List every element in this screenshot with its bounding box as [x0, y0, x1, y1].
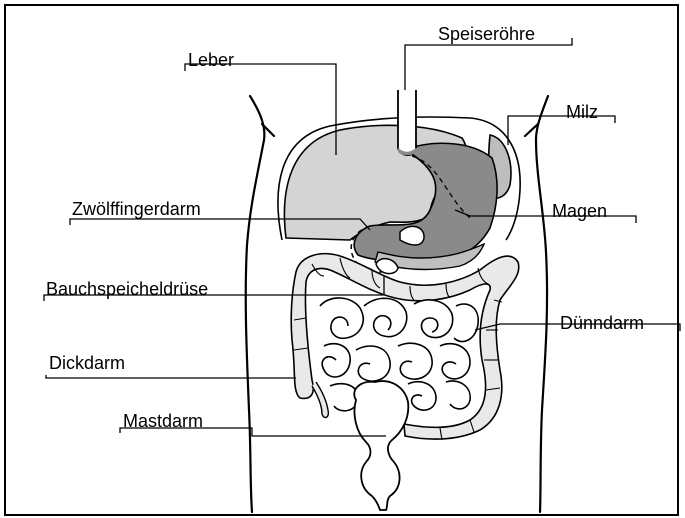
label-mastdarm: Mastdarm: [123, 411, 203, 431]
leader-milz: [508, 116, 615, 145]
leader-dickdarm: [46, 375, 296, 378]
label-speiseroehre: Speiseröhre: [438, 24, 535, 44]
label-milz: Milz: [566, 102, 598, 122]
esophagus-shape: [398, 90, 416, 155]
leader-speiseroehre: [405, 38, 572, 90]
label-leber: Leber: [188, 50, 234, 70]
appendix-shape: [312, 382, 328, 417]
label-bauchspeicheldruese: Bauchspeicheldrüse: [46, 279, 208, 299]
label-dickdarm: Dickdarm: [49, 353, 125, 373]
duodenum-bulb: [400, 226, 424, 245]
label-duenndarm: Dünndarm: [560, 313, 644, 333]
rectum-shape: [354, 381, 408, 510]
label-zwoelffingerdarm: Zwölffingerdarm: [72, 199, 201, 219]
label-magen: Magen: [552, 201, 607, 221]
